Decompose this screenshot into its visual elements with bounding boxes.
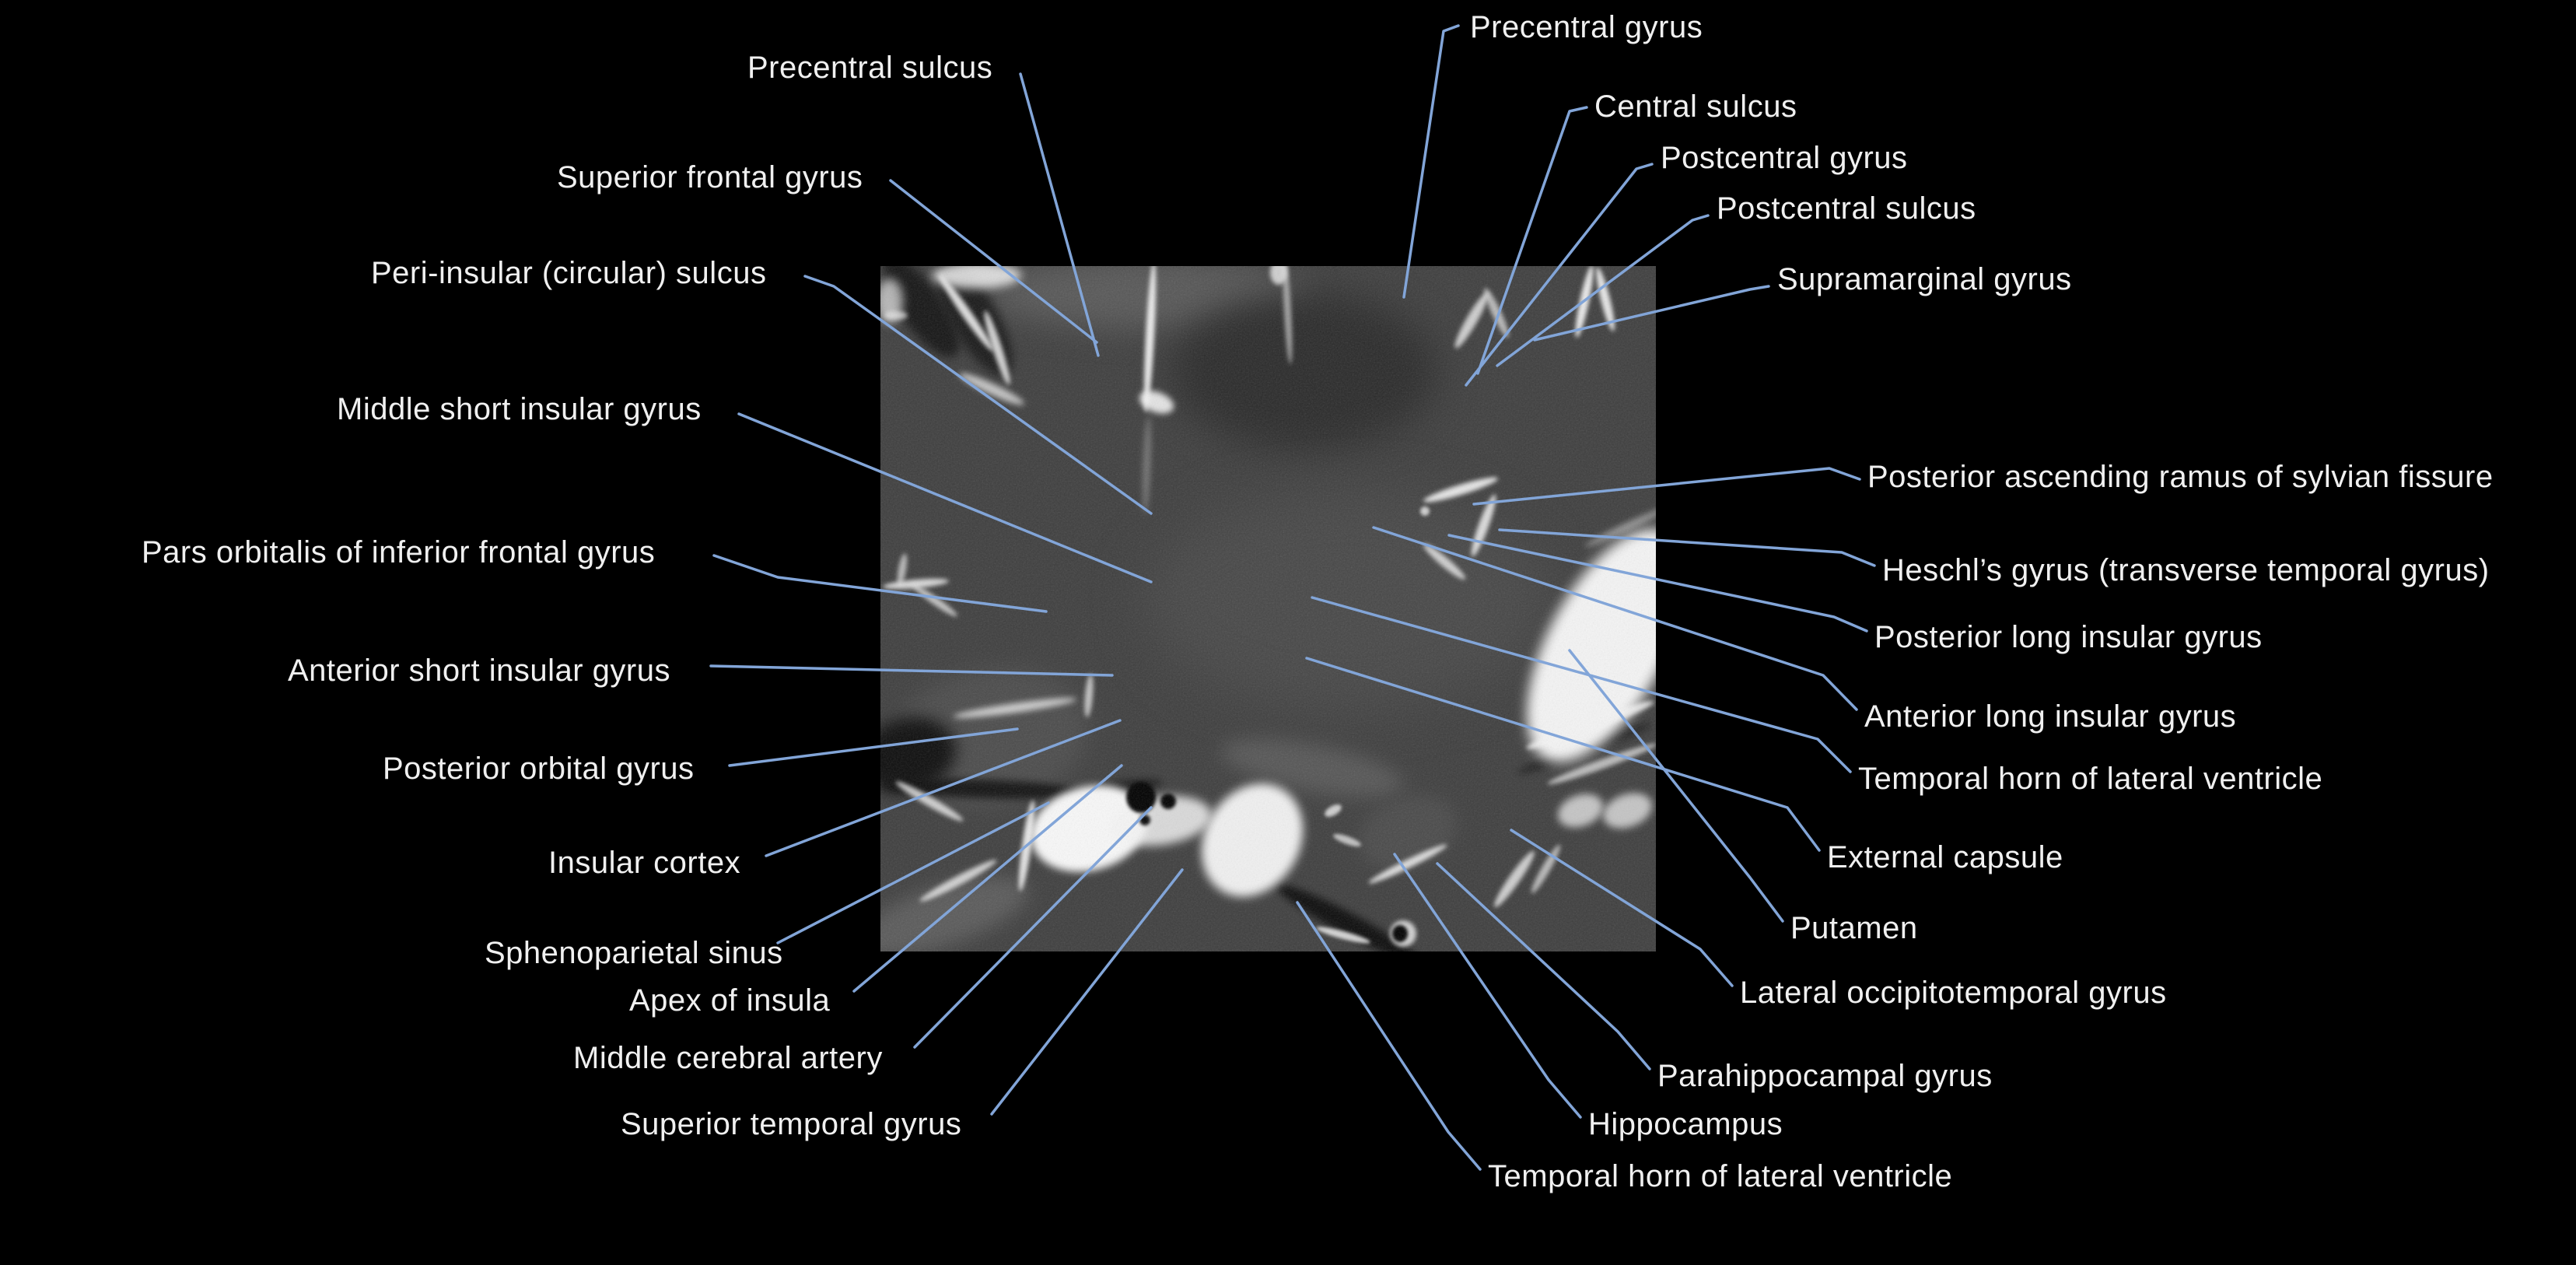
label-sphenoparietal-sinus: Sphenoparietal sinus bbox=[485, 936, 783, 970]
leader-line-precentral-gyrus bbox=[1402, 24, 1460, 299]
label-lateral-occipitotemporal-gyrus: Lateral occipitotemporal gyrus bbox=[1740, 976, 2167, 1010]
label-external-capsule: External capsule bbox=[1827, 840, 2063, 874]
label-middle-short-insular-gyrus: Middle short insular gyrus bbox=[337, 392, 702, 426]
mri-image bbox=[880, 266, 1656, 951]
label-putamen: Putamen bbox=[1790, 911, 1918, 945]
label-posterior-ascending-ramus: Posterior ascending ramus of sylvian fis… bbox=[1867, 460, 2494, 494]
label-parahippocampal-gyrus: Parahippocampal gyrus bbox=[1657, 1059, 1993, 1093]
label-precentral-gyrus: Precentral gyrus bbox=[1470, 10, 1703, 44]
label-insular-cortex: Insular cortex bbox=[548, 846, 741, 880]
label-hippocampus: Hippocampus bbox=[1588, 1107, 1783, 1141]
label-central-sulcus: Central sulcus bbox=[1594, 89, 1797, 124]
label-apex-of-insula: Apex of insula bbox=[629, 983, 831, 1018]
label-temporal-horn-right: Temporal horn of lateral ventricle bbox=[1858, 762, 2323, 796]
label-posterior-long-insular-gyrus: Posterior long insular gyrus bbox=[1874, 620, 2263, 654]
label-pars-orbitalis: Pars orbitalis of inferior frontal gyrus bbox=[142, 535, 656, 569]
mri-noise-texture bbox=[880, 266, 1656, 951]
label-middle-cerebral-artery: Middle cerebral artery bbox=[573, 1041, 883, 1075]
label-anterior-long-insular-gyrus: Anterior long insular gyrus bbox=[1864, 699, 2237, 734]
label-temporal-horn-bottom: Temporal horn of lateral ventricle bbox=[1488, 1159, 1953, 1193]
label-postcentral-sulcus: Postcentral sulcus bbox=[1717, 191, 1976, 226]
label-peri-insular-sulcus: Peri-insular (circular) sulcus bbox=[371, 256, 767, 290]
label-anterior-short-insular-gyrus: Anterior short insular gyrus bbox=[288, 654, 670, 688]
label-superior-temporal-gyrus: Superior temporal gyrus bbox=[621, 1107, 962, 1141]
label-heschls-gyrus: Heschl’s gyrus (transverse temporal gyru… bbox=[1882, 553, 2490, 587]
label-postcentral-gyrus: Postcentral gyrus bbox=[1661, 141, 1908, 175]
label-posterior-orbital-gyrus: Posterior orbital gyrus bbox=[383, 752, 695, 786]
label-supramarginal-gyrus: Supramarginal gyrus bbox=[1777, 262, 2072, 296]
label-superior-frontal-gyrus: Superior frontal gyrus bbox=[557, 160, 863, 194]
label-precentral-sulcus: Precentral sulcus bbox=[747, 51, 993, 85]
